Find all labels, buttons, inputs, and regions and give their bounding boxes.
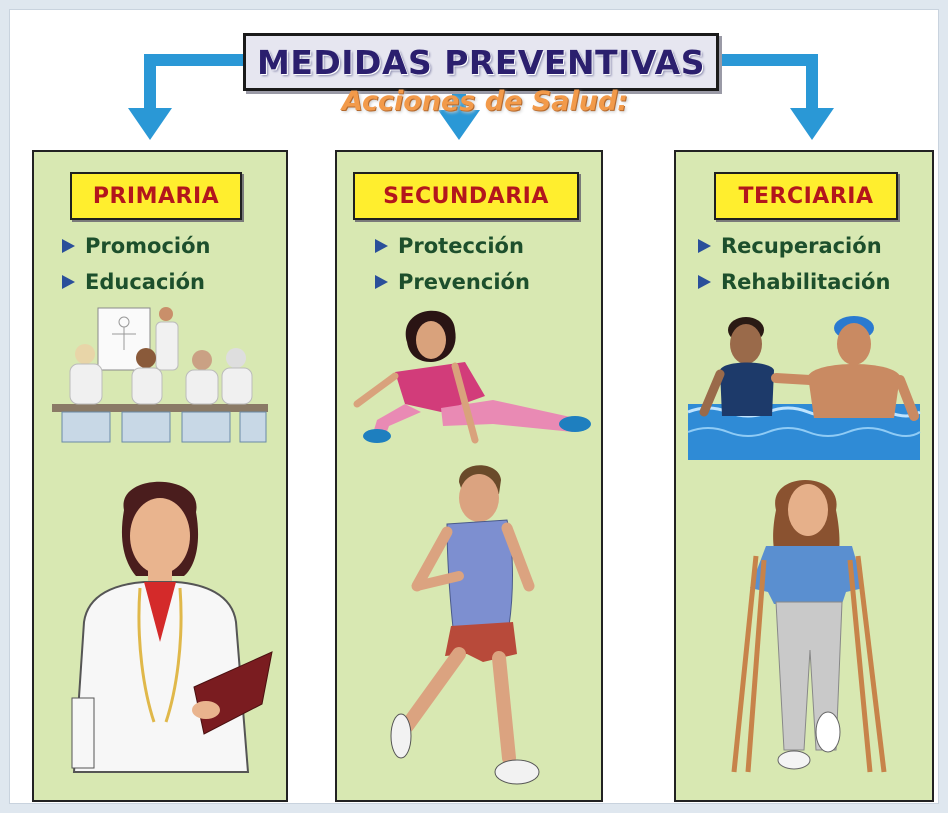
panel-label: PRIMARIA: [92, 183, 220, 209]
list-item: Recuperación: [698, 228, 932, 264]
triangle-bullet-icon: [62, 239, 75, 253]
panel-primaria: PRIMARIA Promoción Educación: [32, 150, 288, 802]
arrow-right-icon: [713, 54, 834, 140]
arrow-left-icon: [128, 54, 243, 140]
panel-items: Protección Prevención: [337, 228, 601, 300]
stretching-woman-illustration: [353, 310, 591, 444]
crutches-patient-illustration: [731, 480, 887, 773]
panel-label: SECUNDARIA: [383, 183, 549, 209]
meeting-illustration: [52, 307, 268, 443]
triangle-bullet-icon: [698, 239, 711, 253]
item-text: Rehabilitación: [721, 270, 891, 294]
list-item: Promoción: [62, 228, 286, 264]
panel-items: Recuperación Rehabilitación: [676, 228, 932, 300]
runner-illustration: [390, 465, 540, 785]
item-text: Educación: [85, 270, 205, 294]
triangle-bullet-icon: [698, 275, 711, 289]
panel-label-box: PRIMARIA: [70, 172, 242, 220]
diagram-subtitle: Acciones de Salud:: [341, 86, 629, 117]
item-text: Prevención: [398, 270, 530, 294]
doctor-illustration: [71, 481, 273, 773]
list-item: Rehabilitación: [698, 264, 932, 300]
item-text: Promoción: [85, 234, 211, 258]
diagram-title: MEDIDAS PREVENTIVAS: [257, 42, 705, 82]
list-item: Protección: [375, 228, 601, 264]
panel-label: TERCIARIA: [738, 183, 874, 209]
panel-items: Promoción Educación: [34, 228, 286, 300]
list-item: Educación: [62, 264, 286, 300]
arrow-center-icon: [438, 86, 480, 140]
panel-terciaria: TERCIARIA Recuperación Rehabilitación: [674, 150, 934, 802]
triangle-bullet-icon: [375, 275, 388, 289]
list-item: Prevención: [375, 264, 601, 300]
title-box: MEDIDAS PREVENTIVAS: [243, 33, 719, 91]
panel-label-box: SECUNDARIA: [353, 172, 579, 220]
panel-secundaria: SECUNDARIA Protección Prevención: [335, 150, 603, 802]
triangle-bullet-icon: [62, 275, 75, 289]
panel-label-box: TERCIARIA: [714, 172, 898, 220]
pool-therapy-illustration: [687, 316, 921, 460]
item-text: Recuperación: [721, 234, 882, 258]
triangle-bullet-icon: [375, 239, 388, 253]
item-text: Protección: [398, 234, 524, 258]
